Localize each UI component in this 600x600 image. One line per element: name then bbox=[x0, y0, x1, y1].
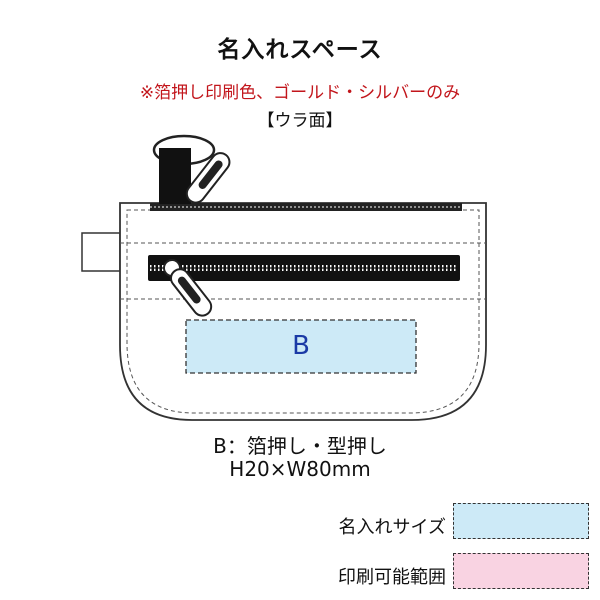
legend-swatch-print-size bbox=[453, 503, 589, 539]
pouch-stitch bbox=[126, 209, 480, 414]
legend-swatch-printable-area bbox=[453, 553, 589, 589]
print-color-note: ※箔押し印刷色、ゴールド・シルバーのみ bbox=[139, 83, 461, 103]
top-zipper-pull bbox=[185, 152, 231, 204]
print-size-caption: H20×W80mm bbox=[229, 457, 371, 481]
print-method-caption: B：箔押し・型押し bbox=[213, 434, 387, 458]
page-title: 名入れスペース bbox=[217, 37, 383, 63]
side-tab bbox=[81, 232, 121, 272]
pouch-outline bbox=[119, 202, 487, 421]
legend-label-print-size: 名入れサイズ bbox=[338, 517, 446, 538]
strap bbox=[159, 148, 191, 204]
print-zone-label: B bbox=[292, 331, 310, 361]
legend-label-printable-area: 印刷可能範囲 bbox=[338, 567, 446, 588]
side-label: 【ウラ面】 bbox=[257, 111, 343, 131]
print-zone bbox=[185, 319, 417, 374]
middle-zipper-pull bbox=[163, 259, 213, 317]
